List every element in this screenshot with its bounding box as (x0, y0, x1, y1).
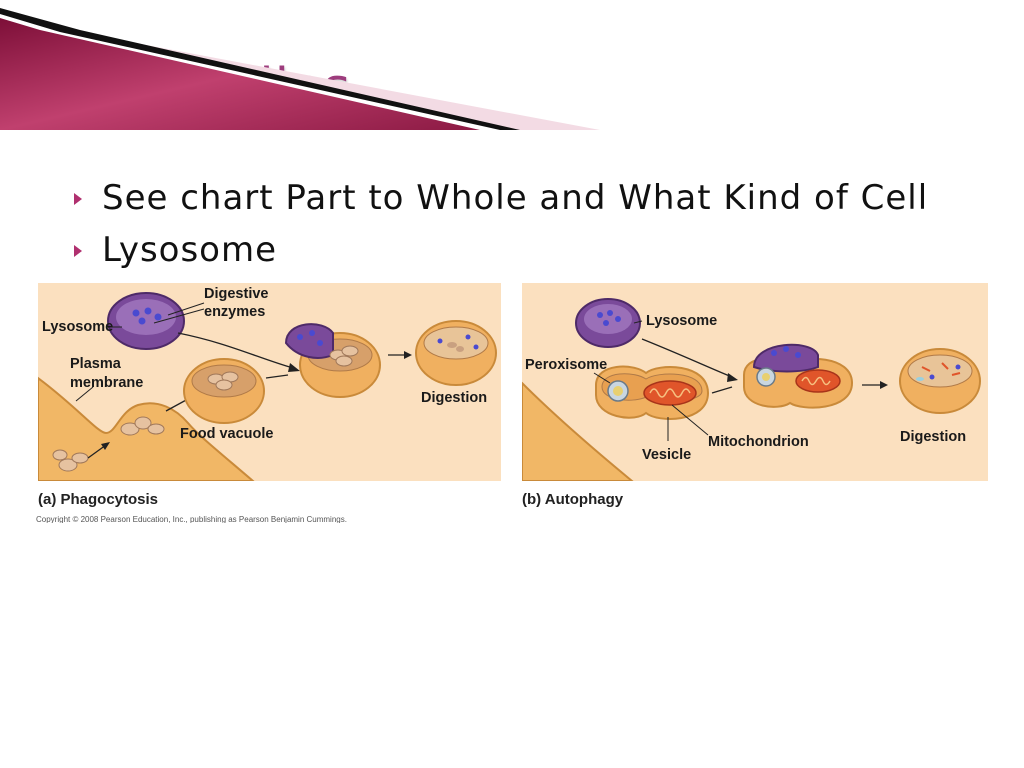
label-digestive-enzymes: enzymes (204, 304, 266, 320)
bullet-arrow-icon (74, 193, 82, 205)
label-mitochondrion: Mitochondrion (708, 434, 809, 450)
label-plasma-membrane: membrane (70, 375, 144, 391)
autophagy-panel: Lysosome Peroxisome Mitochondrion Vesicl… (522, 283, 988, 481)
label-lysosome: Lysosome (42, 319, 114, 335)
label-digestion: Digestion (900, 429, 967, 445)
label-vesicle: Vesicle (642, 447, 692, 463)
bullet-arrow-icon (74, 245, 82, 257)
label-digestive-enzymes: Digestive (204, 286, 269, 302)
food-vacuole-icon (183, 358, 265, 424)
corner-decoration (0, 8, 600, 130)
digestion-vacuole-icon (415, 320, 497, 386)
bullet-item: See chart Part to Whole and What Kind of… (74, 172, 928, 224)
lysosome-icon (107, 292, 185, 350)
bullet-item: Lysosome (74, 224, 928, 276)
label-food-vacuole: Food vacuole (180, 426, 274, 442)
label-plasma-membrane: Plasma (70, 356, 121, 372)
phagocytosis-panel: Lysosome Digestive enzymes Plasma membra… (38, 283, 501, 481)
lysosome-figure: Lysosome Digestive enzymes Plasma membra… (36, 283, 990, 523)
phagocytosis-illustration (38, 292, 497, 481)
bullet-text: See chart Part to Whole and What Kind of… (102, 178, 929, 218)
fused-vesicle-icon (743, 343, 854, 409)
fused-vacuole-icon (284, 323, 381, 398)
autophagy-illustration (522, 298, 981, 481)
peroxisome-icon (607, 380, 629, 402)
label-digestion: Digestion (421, 390, 488, 406)
food-particle-icon (120, 416, 165, 436)
caption-autophagy: (b) Autophagy (522, 491, 624, 508)
digestion-vesicle-icon (899, 348, 981, 414)
mitochondrion-icon (643, 380, 697, 406)
lysosome-icon (575, 298, 641, 348)
copyright-notice: Copyright © 2008 Pearson Education, Inc.… (36, 515, 347, 523)
bullet-list: See chart Part to Whole and What Kind of… (74, 172, 928, 276)
label-lysosome: Lysosome (646, 313, 718, 329)
bullet-text: Lysosome (102, 230, 278, 270)
caption-phagocytosis: (a) Phagocytosis (38, 491, 159, 508)
label-peroxisome: Peroxisome (525, 357, 608, 373)
